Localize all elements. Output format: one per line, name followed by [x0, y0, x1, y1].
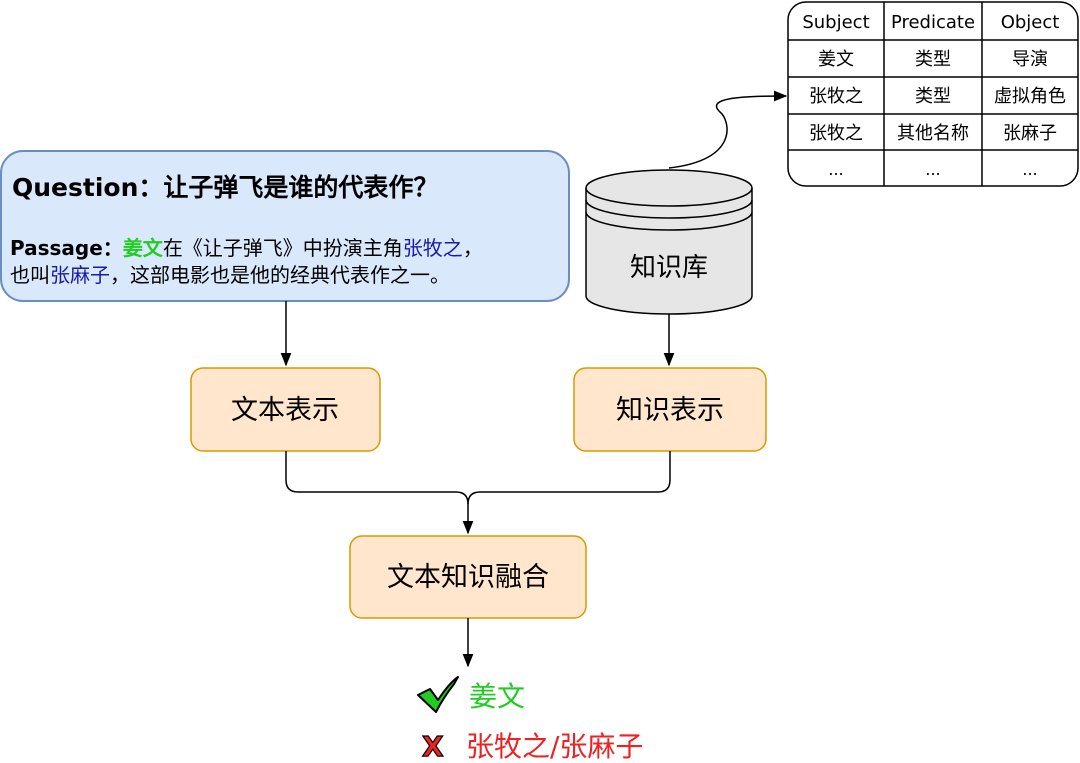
question-passage-box: Question：让子弹飞是谁的代表作？ Passage：姜文在《让子弹飞》中扮… — [0, 150, 570, 302]
passage-line1-seg3: ， — [463, 236, 483, 260]
table-cell: ... — [1022, 160, 1037, 179]
table-header-predicate: Predicate — [891, 12, 975, 33]
merge-connector-right — [467, 451, 671, 505]
text-representation-box: 文本表示 — [190, 367, 381, 452]
text-representation-label: 文本表示 — [231, 395, 339, 426]
passage-line2-seg2: ，这部电影也是他的经典代表作之一。 — [110, 263, 450, 287]
knowledge-representation-label: 知识表示 — [616, 395, 724, 426]
svg-text:Passage：姜文在《让子弹飞》中扮演主角张牧之，: Passage：姜文在《让子弹飞》中扮演主角张牧之， — [10, 236, 483, 260]
result-correct: 姜文 — [417, 676, 525, 713]
table-cell: 虚拟角色 — [994, 86, 1066, 107]
table-cell: 类型 — [915, 86, 951, 107]
svg-text:Question：让子弹飞是谁的代表作？: Question：让子弹飞是谁的代表作？ — [12, 173, 438, 202]
passage-line2-seg0: 也叫 — [10, 263, 50, 287]
fusion-box: 文本知识融合 — [349, 535, 587, 619]
correct-answer-text: 姜文 — [469, 680, 525, 713]
passage-label: Passage： — [10, 236, 123, 260]
table-cell: 姜文 — [818, 49, 854, 70]
question-label: Question： — [12, 173, 163, 202]
table-cell: ... — [828, 160, 843, 179]
check-icon — [417, 676, 459, 713]
passage-line1-seg2: 张牧之 — [403, 236, 463, 260]
table-cell: 张牧之 — [809, 123, 863, 144]
passage-line1-seg0: 姜文 — [123, 236, 164, 260]
fusion-label: 文本知识融合 — [387, 562, 549, 593]
table-cell: 导演 — [1012, 49, 1048, 70]
table-header-subject: Subject — [802, 12, 869, 33]
kb-to-table-connector — [668, 90, 788, 169]
result-wrong: X 张牧之/张麻子 — [421, 729, 643, 763]
table-cell: ... — [925, 160, 940, 179]
knowledge-base-label: 知识库 — [630, 253, 708, 283]
table-cell: 其他名称 — [897, 123, 969, 144]
knowledge-representation-box: 知识表示 — [573, 367, 767, 452]
question-text: 让子弹飞是谁的代表作？ — [163, 173, 438, 202]
table-cell: 张麻子 — [1003, 123, 1057, 144]
merge-connector-left — [285, 451, 474, 535]
triples-table: Subject Predicate Object 姜文 类型 导演 张牧之 类型… — [787, 1, 1079, 187]
table-cell: 类型 — [915, 49, 951, 70]
cross-icon: X — [422, 730, 444, 763]
table-header-object: Object — [1001, 12, 1060, 33]
table-cell: 张牧之 — [809, 86, 863, 107]
passage-line1-seg1: 在《让子弹飞》中扮演主角 — [163, 236, 403, 260]
passage-line2-seg1: 张麻子 — [50, 263, 110, 287]
knowledge-base-cylinder: 知识库 — [585, 169, 753, 315]
wrong-answer-text: 张牧之/张麻子 — [466, 730, 643, 763]
svg-text:也叫张麻子，这部电影也是他的经典代表作之一。: 也叫张麻子，这部电影也是他的经典代表作之一。 — [10, 263, 450, 287]
